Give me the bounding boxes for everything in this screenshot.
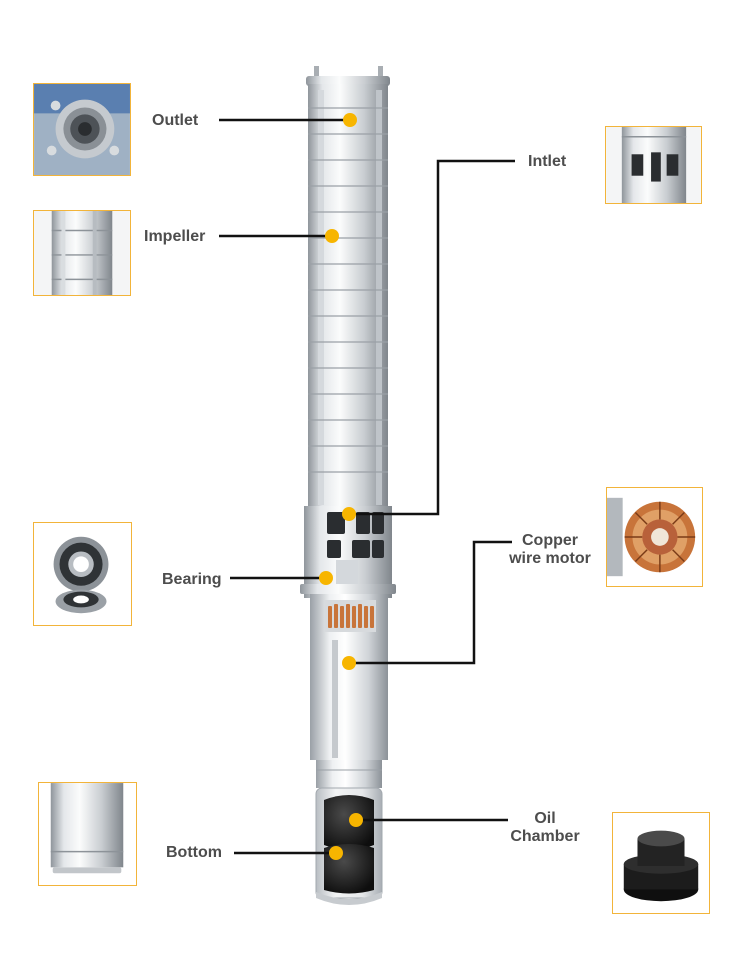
bottom-photo <box>38 782 137 886</box>
oil-chamber-cap-icon <box>613 813 709 913</box>
pump-body <box>300 66 396 905</box>
inlet-screen-icon <box>606 127 701 203</box>
copper-winding-icon <box>607 488 702 586</box>
bearing-photo <box>33 522 132 626</box>
leader-lines <box>219 118 515 855</box>
copper-winding <box>328 604 374 628</box>
label-bearing: Bearing <box>162 571 222 588</box>
bottom-marker <box>329 846 343 860</box>
copper-motor-photo <box>606 487 703 587</box>
label-impeller: Impeller <box>144 228 206 245</box>
label-oil-line1: Oil <box>534 810 556 827</box>
inlet-slots <box>327 512 384 558</box>
impeller-marker <box>325 229 339 243</box>
outlet-marker <box>343 113 357 127</box>
copper-leader <box>349 540 512 665</box>
impeller-stages <box>308 107 388 473</box>
markers <box>319 113 363 860</box>
ball-bearing-icon <box>34 523 131 625</box>
impeller-photo <box>33 210 131 296</box>
label-copper-line1: Copper <box>522 532 578 549</box>
label-copper-wire-motor: Copper wire motor <box>500 532 600 568</box>
bottom-cap-icon <box>39 783 136 885</box>
label-copper-line2: wire motor <box>509 550 591 567</box>
copper-marker <box>342 656 356 670</box>
bearing-marker <box>319 571 333 585</box>
outlet-flange-icon <box>34 84 130 175</box>
impeller-stack-icon <box>34 211 130 295</box>
intlet-photo <box>605 126 702 204</box>
label-intlet: Intlet <box>528 153 567 170</box>
label-bottom: Bottom <box>166 844 222 861</box>
intlet-leader <box>349 159 515 516</box>
label-oil-line2: Chamber <box>510 828 580 845</box>
intlet-marker <box>342 507 356 521</box>
oil-chamber-photo <box>612 812 710 914</box>
label-outlet: Outlet <box>152 112 199 129</box>
oil-marker <box>349 813 363 827</box>
label-oil-chamber: Oil Chamber <box>505 810 585 846</box>
outlet-photo <box>33 83 131 176</box>
